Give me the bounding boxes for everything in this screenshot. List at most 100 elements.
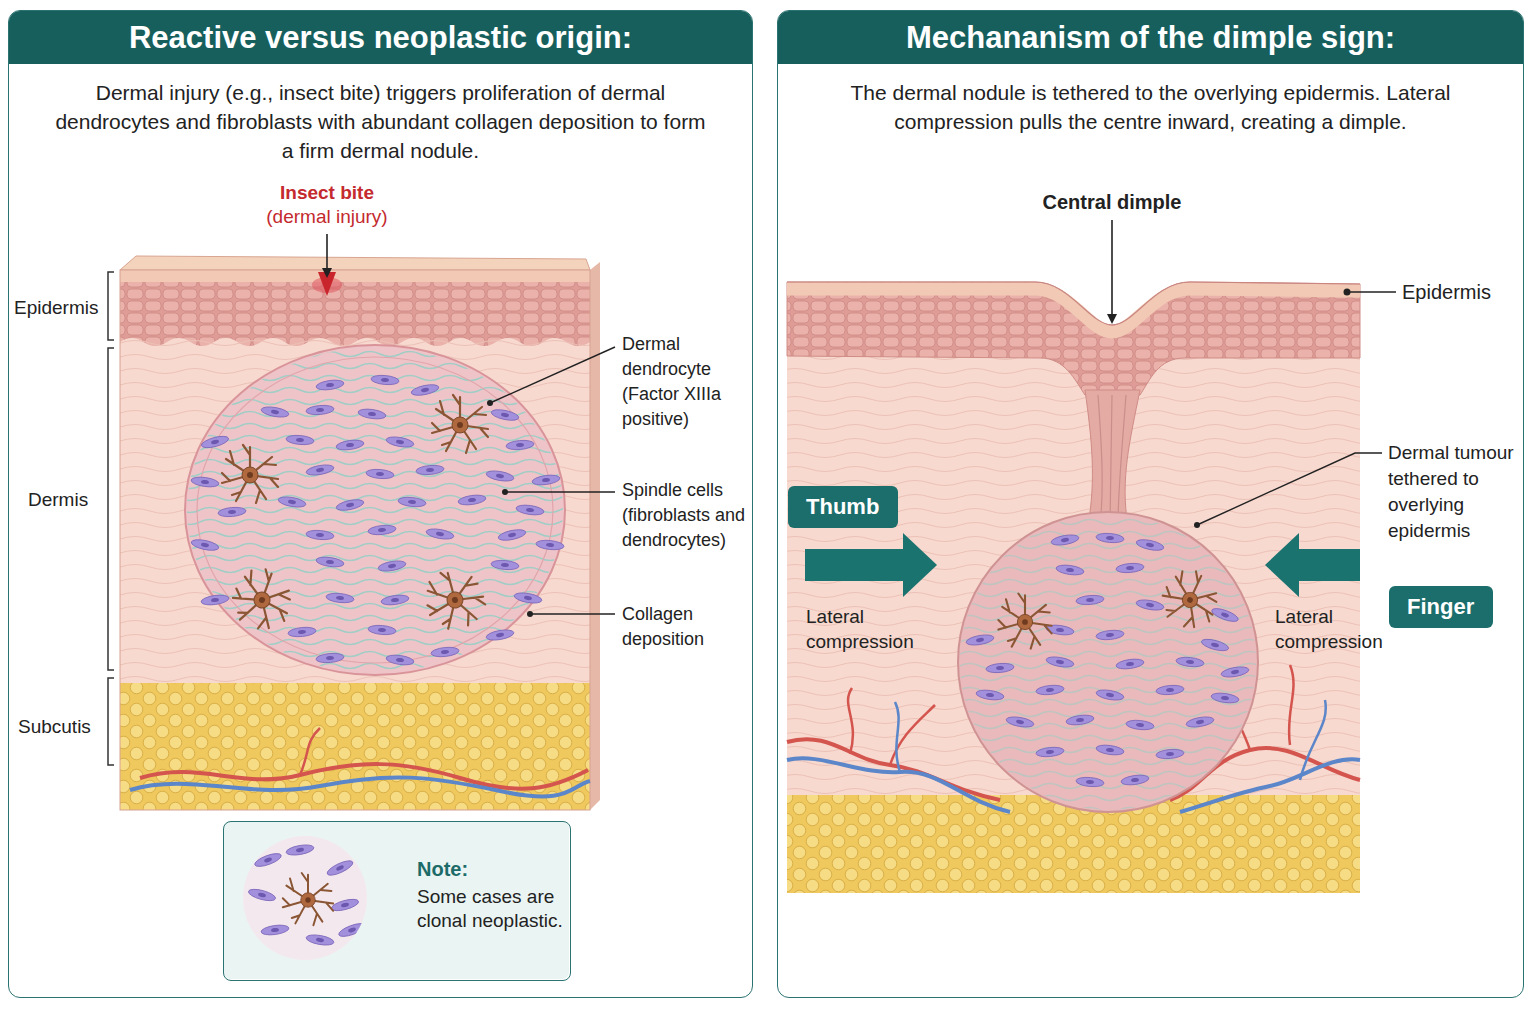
dendrocyte bbox=[226, 562, 298, 636]
callout-subtitle: (dermal injury) bbox=[227, 205, 427, 229]
spindle-cell bbox=[516, 504, 545, 517]
spindle-cell bbox=[325, 858, 354, 878]
skin-top-face bbox=[120, 256, 590, 270]
spindle-cell bbox=[1211, 692, 1240, 705]
spindle-cell bbox=[1095, 688, 1124, 702]
spindle-cell bbox=[485, 469, 514, 483]
dendrocyte bbox=[420, 564, 489, 635]
spindle-cell bbox=[398, 496, 427, 508]
spindle-cell bbox=[1045, 655, 1074, 669]
spindle-cell bbox=[305, 933, 334, 947]
leader-line bbox=[490, 347, 615, 403]
leader-line bbox=[1347, 291, 1396, 292]
epidermis-layer bbox=[120, 270, 590, 350]
layer-label: Dermis bbox=[28, 488, 106, 512]
spindle-cell bbox=[1096, 532, 1125, 543]
spindle-cell bbox=[976, 689, 1005, 702]
spindle-cell bbox=[306, 529, 335, 540]
layer-bracket bbox=[108, 678, 114, 765]
spindle-cell bbox=[306, 404, 335, 415]
layer-bracket bbox=[108, 348, 114, 670]
vein bbox=[130, 777, 590, 796]
dendrocyte bbox=[222, 445, 278, 503]
pill-label: Thumb bbox=[788, 486, 897, 528]
note-cell-sample bbox=[243, 836, 367, 960]
spindle-cell bbox=[491, 559, 520, 570]
spindle-cell bbox=[326, 592, 355, 604]
pill-label: Finger bbox=[1389, 586, 1492, 628]
spindle-cell bbox=[336, 439, 365, 452]
spindle-cell bbox=[191, 476, 220, 489]
vein-branch bbox=[1300, 700, 1326, 780]
spindle-cell bbox=[532, 474, 561, 487]
note-text: Some cases are clonal neoplastic. bbox=[417, 885, 567, 933]
spindle-cell bbox=[506, 439, 535, 450]
spindle-cell bbox=[1096, 629, 1125, 641]
spindle-cell bbox=[316, 556, 345, 569]
spindle-cell bbox=[1135, 598, 1164, 612]
spindle-cell bbox=[1005, 715, 1034, 729]
vein-branch bbox=[895, 702, 900, 772]
spindle-cell bbox=[1126, 719, 1155, 731]
note-cells bbox=[247, 843, 366, 947]
dendrocyte bbox=[432, 395, 488, 453]
panel-body: Dermal injury (e.g., insect bite) trigge… bbox=[51, 78, 711, 165]
leader-line bbox=[530, 613, 615, 614]
spindle-cell bbox=[358, 408, 387, 421]
callout-label: Dermal tumour tethered to overlying epid… bbox=[1388, 440, 1522, 544]
spindle-cell bbox=[431, 646, 460, 658]
spindle-cell bbox=[285, 843, 314, 857]
note-box: Note:Some cases are clonal neoplastic. bbox=[223, 821, 571, 981]
force-label: Lateral compression bbox=[1275, 604, 1387, 654]
spindle-cell bbox=[1050, 533, 1079, 547]
spindle-cell bbox=[286, 434, 315, 445]
panel-body: The dermal nodule is tethered to the ove… bbox=[841, 78, 1461, 136]
spindle-cell bbox=[1176, 656, 1205, 668]
spindle-cell bbox=[371, 374, 400, 385]
artery-branch bbox=[848, 688, 935, 765]
layer-bracket bbox=[108, 272, 114, 340]
spindle-cell bbox=[260, 405, 289, 419]
tumour-fibres bbox=[960, 514, 1256, 810]
artery bbox=[787, 739, 1000, 800]
spindle-cell bbox=[316, 652, 345, 663]
panel-left: Reactive versus neoplastic origin: Dermal… bbox=[8, 10, 753, 998]
panel-heading: Reactive versus neoplastic origin: bbox=[9, 11, 752, 64]
force-label: Lateral compression bbox=[806, 604, 926, 654]
panel-heading: Mechananism of the dimple sign: bbox=[778, 11, 1523, 64]
spindle-cell bbox=[261, 924, 290, 937]
spindle-cell bbox=[305, 463, 334, 477]
stratum-corneum bbox=[120, 270, 590, 282]
spindle-cell bbox=[1066, 714, 1095, 727]
skin-block-outline bbox=[120, 270, 590, 810]
spindle-cell bbox=[337, 921, 366, 939]
spindle-cell bbox=[1076, 594, 1105, 605]
spindle-cell bbox=[386, 654, 415, 667]
dermis-texture bbox=[120, 340, 590, 685]
dimple-arrow bbox=[1111, 220, 1113, 322]
spindle-cell bbox=[277, 495, 306, 509]
spindle-cell bbox=[1036, 746, 1065, 758]
stratum-corneum bbox=[787, 289, 1360, 332]
spindle-cell bbox=[416, 464, 445, 475]
spindle-cell bbox=[200, 434, 229, 450]
spindle-cell bbox=[288, 626, 317, 638]
bite-arrow bbox=[326, 234, 328, 276]
stalk-fibres bbox=[1098, 395, 1126, 525]
spindle-cell bbox=[1135, 538, 1164, 553]
dermal-tumour bbox=[958, 512, 1258, 812]
spindle-cell bbox=[1220, 665, 1249, 679]
spindle-cell bbox=[1116, 562, 1145, 573]
compression-arrow bbox=[805, 533, 937, 597]
spindle-cell bbox=[1116, 658, 1145, 671]
leader-line bbox=[505, 491, 615, 492]
artery-branch bbox=[300, 728, 320, 775]
dendrocyte bbox=[283, 873, 333, 925]
spindle-cell bbox=[368, 624, 397, 635]
spindle-cell bbox=[1156, 748, 1185, 759]
spindle-cell bbox=[1156, 684, 1185, 695]
layer-label: Epidermis bbox=[14, 296, 106, 320]
compression-arrow bbox=[1265, 533, 1360, 597]
spindle-cell bbox=[316, 379, 345, 392]
